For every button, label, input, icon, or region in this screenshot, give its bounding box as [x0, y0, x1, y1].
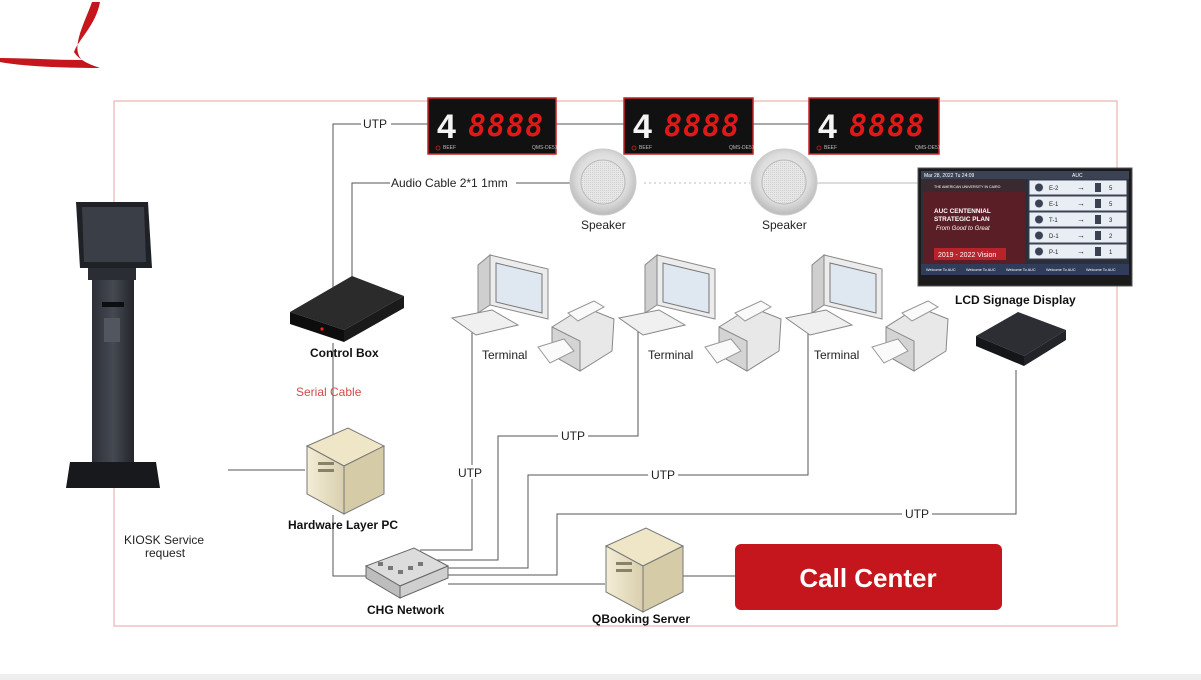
svg-text:→: → — [1077, 231, 1085, 240]
svg-text:→: → — [1077, 199, 1085, 208]
svg-text:QMS-DE51: QMS-DE51 — [729, 145, 755, 151]
utp-signage-line — [446, 370, 1017, 576]
kiosk-label: KIOSK Service — [124, 533, 204, 547]
counter-display: 4 8888 BEEF QMS-DE51 — [623, 97, 755, 155]
call-center-label: Call Center — [799, 563, 936, 593]
svg-text:5: 5 — [1109, 186, 1113, 192]
svg-text:BEEF: BEEF — [639, 145, 652, 151]
signage-header-right: AUC — [1072, 173, 1083, 179]
svg-text:→: → — [1077, 183, 1085, 192]
svg-text:Welcome To AUC: Welcome To AUC — [1086, 268, 1116, 272]
svg-text:BEEF: BEEF — [824, 145, 837, 151]
call-center-box: Call Center — [735, 544, 1002, 610]
svg-text:D-1: D-1 — [1049, 234, 1059, 240]
utp-terminal1-line — [420, 330, 473, 551]
svg-text:QMS-DE51: QMS-DE51 — [532, 145, 558, 151]
utp-terminal3-line — [440, 330, 809, 569]
svg-text:1: 1 — [1109, 250, 1113, 256]
counter-number: 4 — [818, 108, 837, 146]
counter-number: 4 — [633, 108, 652, 146]
counter-display: 4 8888 BEEF QMS-DE51 — [808, 97, 941, 155]
counter-digits: 8888 — [468, 109, 544, 144]
speaker-label: Speaker — [762, 218, 807, 232]
speaker-icon — [569, 148, 637, 216]
qbooking-server-icon — [604, 527, 685, 613]
control-box-label: Control Box — [310, 346, 379, 360]
terminal-label: Terminal — [482, 348, 527, 362]
speaker-icon — [750, 148, 818, 216]
bottom-strip — [0, 674, 1201, 680]
counter-number: 4 — [437, 108, 456, 146]
svg-text:Welcome To AUC: Welcome To AUC — [1006, 268, 1036, 272]
terminal-icon — [784, 253, 949, 372]
chg-network-label: CHG Network — [367, 603, 445, 617]
svg-text:3: 3 — [1109, 218, 1113, 224]
control-box-icon — [290, 276, 404, 342]
serial-cable-label: Serial Cable — [296, 385, 362, 399]
hardware-pc-label: Hardware Layer PC — [288, 518, 398, 532]
utp-signage-label: UTP — [905, 507, 929, 521]
network-switch-icon — [364, 547, 450, 599]
counter-display: 4 8888 BEEF QMS-DE51 — [427, 97, 558, 155]
audio-cable-label: Audio Cable 2*1 1mm — [391, 176, 508, 190]
svg-text:E-1: E-1 — [1049, 202, 1059, 208]
qbooking-label: QBooking Server — [592, 612, 690, 626]
terminal-icon — [617, 253, 782, 372]
lcd-signage-display: Mar 28, 2022 Tu 24:09 AUC THE AMERICAN U… — [917, 167, 1133, 287]
signage-label: LCD Signage Display — [955, 293, 1076, 307]
signage-org: THE AMERICAN UNIVERSITY IN CAIRO — [934, 185, 1001, 189]
utp-terminal2-line — [430, 330, 639, 561]
terminal-icon — [450, 253, 615, 372]
terminal-label: Terminal — [648, 348, 693, 362]
signage-tagline: From Good to Great — [936, 226, 990, 232]
svg-text:P-1: P-1 — [1049, 250, 1059, 256]
svg-text:→: → — [1077, 247, 1085, 256]
kiosk-icon — [66, 202, 160, 488]
utp-top-label: UTP — [363, 117, 387, 131]
signage-vision: 2019 - 2022 Vision — [938, 252, 996, 259]
svg-text:5: 5 — [1109, 202, 1113, 208]
svg-text:Welcome To AUC: Welcome To AUC — [1046, 268, 1076, 272]
svg-text:→: → — [1077, 215, 1085, 224]
speaker-label: Speaker — [581, 218, 626, 232]
svg-text:T-1: T-1 — [1049, 218, 1058, 224]
utp-top-line — [332, 123, 428, 296]
svg-text:E-2: E-2 — [1049, 186, 1059, 192]
signage-queue-list: E-2 → 5 E-1 → 5 T-1 → 3 — [1028, 179, 1128, 260]
counter-digits: 8888 — [664, 109, 740, 144]
svg-text:Welcome To AUC: Welcome To AUC — [926, 268, 956, 272]
brand-swoosh-logo — [0, 2, 100, 68]
utp-terminal2-label: UTP — [561, 429, 585, 443]
svg-text:QMS-DE51: QMS-DE51 — [915, 145, 941, 151]
hardware-pc-icon — [305, 427, 386, 515]
media-player-icon — [976, 312, 1066, 366]
counter-digits: 8888 — [849, 109, 925, 144]
utp-terminal3-label: UTP — [651, 468, 675, 482]
signage-headline1: AUC CENTENNIAL — [934, 208, 991, 215]
utp-terminal1-label: UTP — [458, 466, 482, 480]
svg-text:Welcome To AUC: Welcome To AUC — [966, 268, 996, 272]
link-labels: UTP Audio Cable 2*1 1mm Serial Cable UTP… — [296, 117, 932, 521]
signage-headline2: STRATEGIC PLAN — [934, 216, 990, 223]
signage-date: Mar 28, 2022 Tu 24:09 — [924, 173, 975, 179]
terminal-label: Terminal — [814, 348, 859, 362]
svg-text:2: 2 — [1109, 234, 1113, 240]
kiosk-label: request — [145, 546, 186, 560]
svg-text:BEEF: BEEF — [443, 145, 456, 151]
